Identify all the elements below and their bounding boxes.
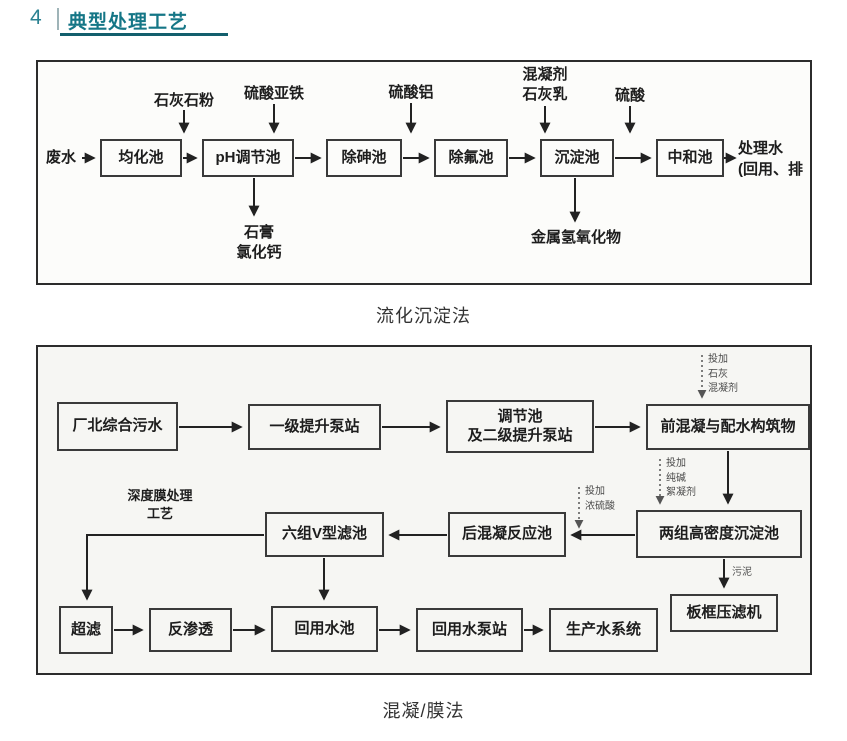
node-regulating-tank-stage2-pump: 调节池 及二级提升泵站 (446, 400, 594, 453)
label-wastewater: 废水 (45, 149, 76, 166)
title-underline (60, 33, 228, 36)
byproduct-arrows (248, 178, 581, 223)
node-arsenic-removal-tank: 除砷池 (326, 139, 402, 177)
node-plate-frame-filter-press: 板框压滤机 (670, 594, 778, 632)
main-flow-arrows (81, 421, 734, 636)
label-ferrous-sulfate: 硫酸亚铁 (243, 85, 304, 102)
node-high-density-sedimentation: 两组高密度沉淀池 (636, 510, 802, 558)
label-metal-hydroxides: 金属氢氧化物 (530, 229, 621, 246)
label-sludge: 污泥 (732, 567, 752, 578)
diagram1-caption: 流化沉淀法 (376, 306, 471, 326)
label-deep-membrane-process: 深度膜处理 工艺 (127, 488, 193, 521)
diagram2-caption: 混凝/膜法 (382, 701, 465, 721)
node-homogenization-tank: 均化池 (100, 139, 182, 177)
header-divider (57, 8, 59, 30)
section-number: 4 (30, 6, 42, 29)
node-post-coagulation-reaction: 后混凝反应池 (448, 512, 566, 557)
label-coagulant-lime-milk: 混凝剂 石灰乳 (522, 66, 568, 104)
diagram-fluidized-sedimentation: 废水 均化池 pH调节池 除砷池 除氟池 沉淀池 中和池 处理水 (回用、排 石… (36, 60, 812, 285)
node-fluoride-removal-tank: 除氟池 (434, 139, 508, 177)
node-sedimentation-tank: 沉淀池 (540, 139, 614, 177)
label-limestone-powder: 石灰石粉 (153, 92, 214, 109)
label-gypsum-calcium-chloride: 石膏 氯化钙 (236, 224, 282, 262)
node-production-water-system: 生产水系统 (549, 608, 658, 652)
node-v-type-filters: 六组V型滤池 (265, 512, 384, 557)
node-pre-coagulation-distribution: 前混凝与配水构筑物 (646, 404, 810, 450)
node-ultrafiltration: 超滤 (59, 606, 113, 654)
node-ph-adjustment-tank: pH调节池 (202, 139, 294, 177)
node-reuse-water-pump-station: 回用水泵站 (416, 608, 523, 652)
label-aluminum-sulfate: 硫酸铝 (388, 84, 434, 101)
node-north-plant-sewage: 厂北综合污水 (57, 402, 178, 451)
node-stage1-lift-pump-station: 一级提升泵站 (248, 404, 381, 450)
label-dosing-lime-coagulant: 投加 石灰 混凝剂 (708, 354, 738, 394)
node-reverse-osmosis: 反渗透 (149, 608, 232, 652)
node-reuse-water-tank: 回用水池 (271, 606, 378, 652)
label-dosing-sulfuric-acid: 投加 浓硫酸 (585, 486, 615, 512)
label-treated-water: 处理水 (回用、排 (738, 140, 803, 178)
label-dosing-soda-flocculant: 投加 纯碱 絮凝剂 (666, 458, 696, 498)
node-neutralization-tank: 中和池 (656, 139, 724, 177)
label-sulfuric-acid: 硫酸 (614, 87, 645, 104)
diagram-coagulation-membrane: 厂北综合污水 一级提升泵站 调节池 及二级提升泵站 前混凝与配水构筑物 两组高密… (36, 345, 812, 675)
section-title: 典型处理工艺 (68, 12, 189, 33)
chemical-dosing-arrows (178, 103, 636, 134)
